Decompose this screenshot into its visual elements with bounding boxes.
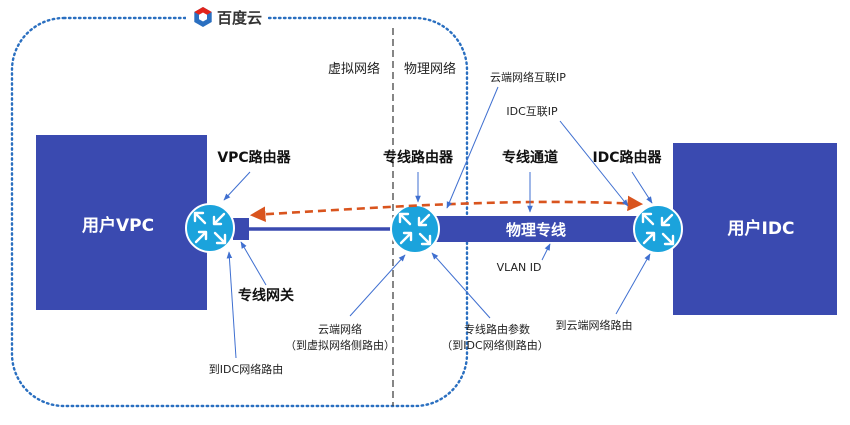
- pointer-vlan-id: [541, 243, 551, 261]
- dl-router-params-sub-label: （到IDC网络侧路由）: [441, 338, 548, 352]
- route-advertisement-arrow: [249, 195, 644, 223]
- vpc-router-label: VPC路由器: [217, 149, 291, 166]
- vlan-id-label: VLAN ID: [497, 261, 542, 274]
- idc-interconnect-ip-label: IDC互联IP: [506, 105, 558, 118]
- user-idc-label: 用户IDC: [728, 218, 795, 239]
- dl-router-label: 专线路由器: [383, 149, 454, 166]
- router-icon: [185, 203, 235, 253]
- dl-router-params-label: 专线路由参数: [464, 322, 530, 336]
- idc-router: [633, 204, 683, 254]
- to-cloud-route-label: 到云端网络路由: [556, 318, 633, 332]
- pointer-cloud-net: [349, 254, 406, 317]
- router-icon: [390, 204, 440, 254]
- user-vpc-label: 用户VPC: [82, 215, 154, 236]
- dl-router: [390, 204, 440, 254]
- pointer-to-idc-route: [226, 251, 237, 359]
- user-idc-box: [673, 143, 837, 315]
- to-idc-route-label: 到IDC网络路由: [209, 362, 283, 376]
- pointer-vpc-router: [223, 171, 251, 201]
- pointer-to-cloud-route: [615, 253, 651, 315]
- brand-name: 百度云: [217, 9, 262, 27]
- zone-physical-label: 物理网络: [404, 61, 456, 77]
- dl-channel-label: 专线通道: [502, 149, 558, 166]
- brand-logo: 百度云: [186, 5, 268, 31]
- pointer-cloud-interconnect-ip: [446, 86, 499, 209]
- user-vpc-box: [36, 135, 207, 310]
- dl-gateway-block: [233, 218, 249, 240]
- router-icon: [633, 204, 683, 254]
- idc-router-label: IDC路由器: [592, 149, 662, 166]
- cloud-net-sub-label: （到虚拟网络侧路由）: [285, 338, 395, 352]
- cloud-net-label: 云端网络: [318, 322, 362, 336]
- pointer-dl-router-params: [431, 252, 491, 319]
- pointer-idc-router: [631, 171, 653, 204]
- cloud-interconnect-ip-label: 云端网络互联IP: [490, 70, 566, 84]
- dl-gateway-label: 专线网关: [238, 287, 294, 304]
- pointer-lines: [223, 86, 653, 359]
- pointer-idc-interconnect-ip: [559, 120, 629, 207]
- pointer-dl-gateway: [240, 241, 267, 286]
- vpc-router: [185, 203, 235, 253]
- zone-virtual-label: 虚拟网络: [328, 61, 380, 77]
- physical-line-label: 物理专线: [506, 221, 566, 239]
